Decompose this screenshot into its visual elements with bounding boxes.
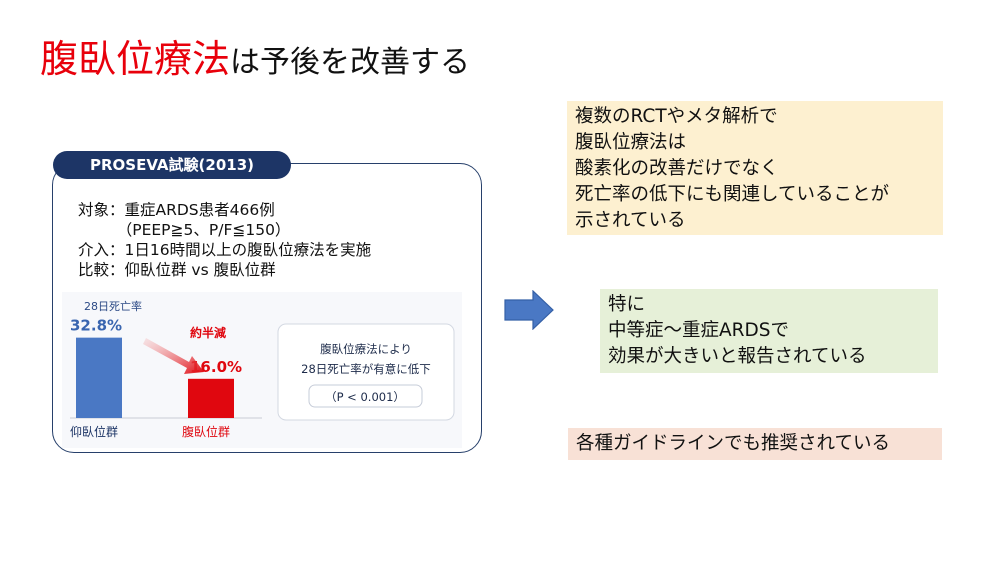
result-line-1: 腹臥位療法により — [320, 342, 412, 356]
study-intervention-line: 介入：1日16時間以上の腹臥位療法を実施 — [78, 241, 372, 259]
title-rest: は予後を改善する — [230, 45, 471, 80]
result-line-2: 28日死亡率が有意に低下 — [301, 362, 431, 376]
mortality-chart: 28日死亡率 32.8% 16.0% 仰臥位群 腹臥位群 約半減 腹臥位療法によ… — [62, 292, 462, 448]
chart-annotation: 約半減 — [190, 325, 226, 340]
page-title: 腹臥位療法は予後を改善する — [40, 34, 470, 84]
effect-line-1: 特に — [608, 294, 646, 315]
bar-supine — [76, 337, 122, 418]
evidence-line-2: 腹臥位療法は — [575, 132, 687, 153]
evidence-line-1: 複数のRCTやメタ解析で — [575, 106, 778, 127]
study-tab: PROSEVA試験(2013) — [53, 151, 291, 179]
category-label-supine: 仰臥位群 — [70, 424, 118, 439]
evidence-line-5: 示されている — [575, 210, 686, 231]
pvalue-text: （P < 0.001） — [325, 390, 405, 404]
effect-line-2: 中等症～重症ARDSで — [608, 320, 789, 341]
evidence-line-3: 酸素化の改善だけでなく — [575, 158, 779, 179]
effect-box: 特に 中等症～重症ARDSで 効果が大きいと報告されている — [600, 289, 938, 373]
value-label-supine: 32.8% — [70, 317, 122, 335]
study-comparison-line: 比較：仰臥位群 vs 腹臥位群 — [78, 261, 276, 279]
study-target-detail-line: （PEEP≧5、P/F≦150） — [78, 221, 291, 239]
chart-ylabel: 28日死亡率 — [84, 299, 142, 313]
bar-prone — [188, 378, 234, 418]
title-highlight: 腹臥位療法 — [40, 37, 231, 81]
decrease-arrow-icon — [143, 338, 204, 374]
right-arrow-icon — [504, 290, 554, 330]
category-label-prone: 腹臥位群 — [182, 424, 230, 439]
effect-line-3: 効果が大きいと報告されている — [608, 346, 867, 367]
guideline-box: 各種ガイドラインでも推奨されている — [568, 428, 942, 460]
pvalue-pill — [308, 384, 423, 408]
evidence-box: 複数のRCTやメタ解析で 腹臥位療法は 酸素化の改善だけでなく 死亡率の低下にも… — [567, 101, 943, 235]
guideline-line-1: 各種ガイドラインでも推奨されている — [576, 433, 890, 454]
evidence-line-4: 死亡率の低下にも関連していることが — [575, 184, 889, 205]
study-target-line: 対象：重症ARDS患者466例 — [78, 201, 275, 219]
